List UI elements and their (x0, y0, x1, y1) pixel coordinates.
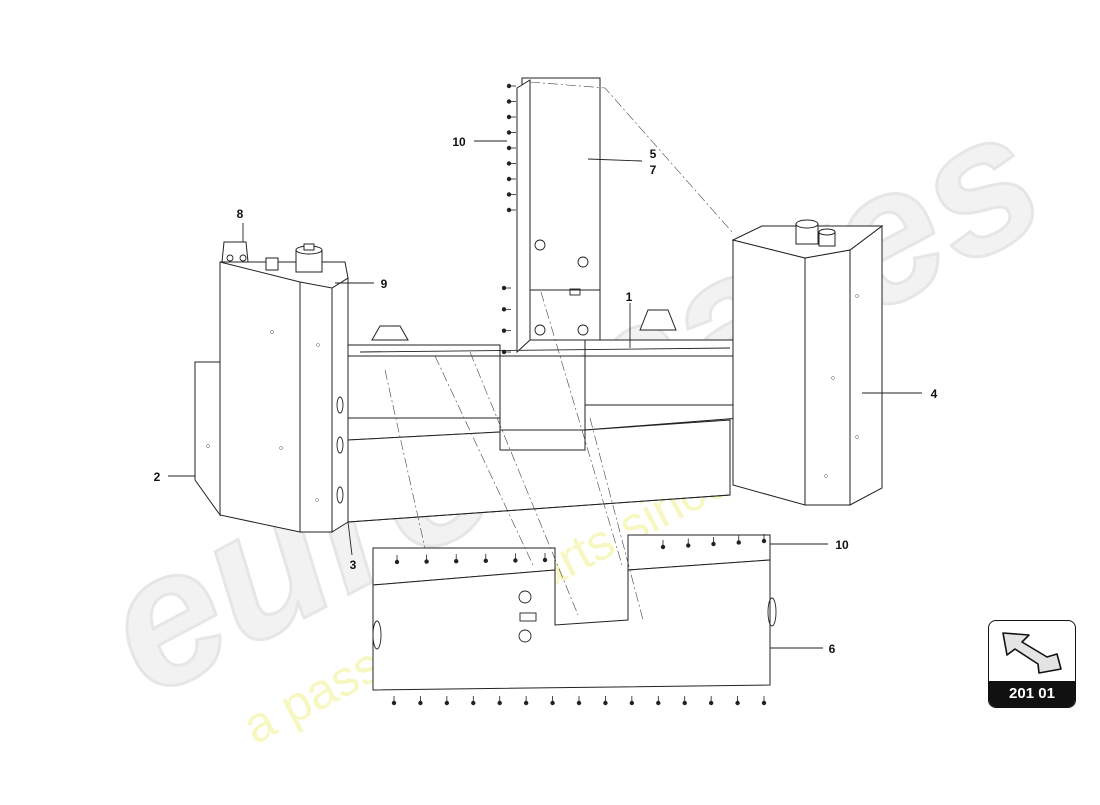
screw (506, 192, 516, 197)
reference-badge: 201 01 (988, 620, 1076, 708)
screw (454, 554, 459, 564)
screw (682, 696, 687, 706)
screw (391, 696, 397, 706)
screw (660, 540, 666, 550)
screw (735, 696, 740, 706)
screw-row-lower-left-top (394, 553, 548, 565)
screw (506, 130, 516, 135)
callout-6: 6 (829, 642, 836, 656)
screw (629, 696, 635, 706)
screw-row-lower-right-top (660, 534, 767, 550)
screw (506, 83, 516, 89)
screw (603, 696, 608, 706)
callout-8: 8 (237, 207, 244, 221)
callout-3: 3 (350, 558, 357, 572)
screw (501, 307, 511, 312)
screw (506, 176, 516, 182)
screw (506, 207, 516, 213)
screw (506, 145, 516, 151)
screw (483, 553, 488, 563)
screw (761, 534, 767, 544)
screw-row-panel-side (501, 285, 511, 355)
screw (686, 538, 691, 548)
leader-lines (168, 140, 922, 649)
screw (576, 696, 582, 706)
screw (501, 328, 511, 333)
screw (471, 696, 476, 706)
screw (497, 696, 502, 706)
screw (550, 696, 555, 706)
callout-1: 1 (626, 290, 633, 304)
screw (711, 537, 716, 547)
callout-5: 5 (650, 147, 657, 161)
callout-2: 2 (154, 470, 161, 484)
screw-row-vertical-left (506, 83, 516, 213)
upper-vertical-panel (516, 77, 601, 354)
screw (418, 696, 423, 706)
assembly-guide-lines (384, 81, 733, 621)
screw (506, 114, 516, 120)
screw (542, 553, 548, 563)
screw (444, 696, 450, 706)
right-fuel-tank (731, 219, 884, 506)
screw (501, 285, 511, 291)
direction-arrow-icon (1002, 632, 1062, 674)
left-fuel-tank (194, 241, 349, 533)
screw (708, 696, 714, 706)
screw (501, 349, 511, 355)
screw-row-lower-bottom (391, 696, 767, 706)
screw (506, 99, 516, 104)
screw (523, 696, 529, 706)
screw (761, 696, 767, 706)
callout-4: 4 (931, 387, 938, 401)
screw (394, 555, 400, 565)
screw (424, 554, 429, 564)
callout-10-bottom: 10 (835, 538, 849, 552)
callout-labels: 1 2 3 4 5 6 7 8 9 10 10 (154, 135, 938, 656)
center-tank-body (347, 309, 741, 523)
screw (736, 535, 741, 545)
callout-9: 9 (381, 277, 388, 291)
screw (513, 553, 518, 563)
callout-10-top: 10 (452, 135, 466, 149)
callout-7: 7 (650, 163, 657, 177)
screw (656, 696, 661, 706)
reference-code: 201 01 (989, 681, 1075, 707)
lower-front-panel (372, 534, 777, 691)
screw (506, 161, 516, 166)
